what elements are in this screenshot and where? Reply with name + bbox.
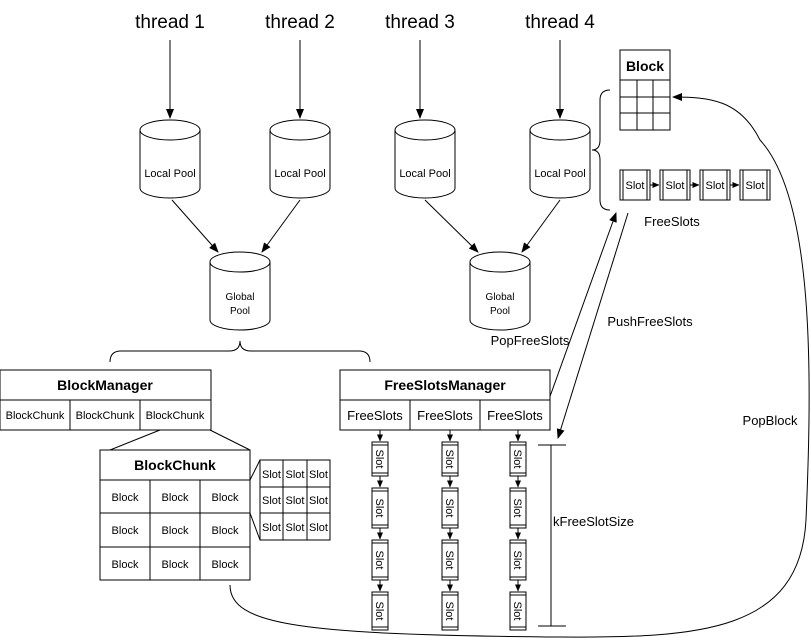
chain-slot: Slot [443, 602, 455, 621]
block-chunk: BlockChunk Block Block Block Block Block… [99, 449, 251, 581]
block-slot-grid: Slot Slot Slot Slot Slot Slot Slot Slot … [259, 459, 331, 541]
block-cell: Block [212, 525, 239, 537]
block-cell: Block [112, 525, 139, 537]
chain-slot: Slot [511, 450, 523, 469]
free-slots-manager-title: FreeSlotsManager [384, 377, 506, 393]
chain-slot: Slot [511, 499, 523, 518]
push-free-slots-arrow [556, 212, 629, 439]
block-manager-chunk: BlockChunk [146, 410, 205, 422]
free-slots-legend-label: FreeSlots [644, 214, 700, 229]
block-slot: Slot [309, 522, 328, 534]
local-pool-label: Local Pool [274, 168, 325, 180]
pop-block-arrow [229, 93, 810, 638]
local-pool-label: Local Pool [534, 168, 585, 180]
local-pool-label: Local Pool [399, 168, 450, 180]
block-slot: Slot [262, 522, 281, 534]
slot-label: Slot [746, 180, 765, 192]
block-slot: Slot [309, 469, 328, 481]
block-slot: Slot [262, 495, 281, 507]
block-slot: Slot [262, 469, 281, 481]
chunk-link [109, 429, 161, 451]
free-slot-chain-3: Slot Slot Slot Slot [509, 430, 527, 631]
chunk-link [209, 429, 251, 451]
slot-label: Slot [666, 180, 685, 192]
local-pool-1: Local Pool [139, 119, 201, 199]
slot-grid-link [249, 459, 261, 481]
free-slots-manager: FreeSlotsManager FreeSlots FreeSlots Fre… [339, 369, 551, 431]
chain-slot: Slot [443, 551, 455, 570]
pool-arrow [521, 199, 561, 253]
global-pool-right: Global Pool [469, 251, 531, 331]
block-cell: Block [162, 525, 189, 537]
block-legend: Block [619, 49, 671, 131]
block-manager-chunk: BlockChunk [76, 410, 135, 422]
block-manager-title: BlockManager [57, 377, 153, 393]
chain-slot: Slot [373, 602, 385, 621]
chain-slot: Slot [511, 602, 523, 621]
block-slot: Slot [286, 469, 305, 481]
chain-slot: Slot [511, 551, 523, 570]
pop-free-slots-arrow [547, 212, 617, 403]
slot-chain-legend: Slot Slot Slot Slot [619, 169, 771, 201]
block-chunk-title: BlockChunk [134, 457, 216, 473]
global-pool-label-line1: Global [226, 292, 255, 303]
thread-2-label: thread 2 [265, 12, 335, 33]
manager-brace [109, 340, 371, 363]
block-legend-title: Block [626, 58, 664, 74]
chain-slot: Slot [443, 450, 455, 469]
thread-3-label: thread 3 [385, 12, 455, 33]
block-slot: Slot [286, 495, 305, 507]
global-pool-label-line2: Pool [490, 306, 510, 317]
global-pool-left: Global Pool [209, 251, 271, 331]
k-free-slot-size-label: kFreeSlotSize [553, 514, 634, 529]
block-cell: Block [162, 492, 189, 504]
chain-slot: Slot [373, 499, 385, 518]
free-slot-size-bracket [538, 444, 566, 627]
free-slot-chain-1: Slot Slot Slot Slot [371, 430, 389, 631]
slot-grid-link [249, 512, 261, 541]
block-cell: Block [112, 559, 139, 571]
local-pool-2: Local Pool [269, 119, 331, 199]
block-cell: Block [112, 492, 139, 504]
local-pool-4: Local Pool [529, 119, 591, 199]
free-slots-list: FreeSlots [347, 408, 403, 423]
block-manager-chunk: BlockChunk [6, 410, 65, 422]
pool-arrow [261, 199, 301, 253]
local-pool-label: Local Pool [144, 168, 195, 180]
global-pool-label-line1: Global [486, 292, 515, 303]
pool-arrow [424, 199, 479, 253]
slot-label: Slot [706, 180, 725, 192]
legend-brace [591, 89, 611, 211]
global-pool-label-line2: Pool [230, 306, 250, 317]
chain-slot: Slot [373, 551, 385, 570]
block-manager: BlockManager BlockChunk BlockChunk Block… [0, 369, 212, 431]
slot-label: Slot [626, 180, 645, 192]
block-cell: Block [212, 492, 239, 504]
block-slot: Slot [309, 495, 328, 507]
block-slot: Slot [286, 522, 305, 534]
push-free-slots-label: PushFreeSlots [607, 314, 693, 329]
chain-slot: Slot [373, 450, 385, 469]
pool-arrow [171, 199, 219, 253]
block-cell: Block [212, 559, 239, 571]
free-slot-chain-2: Slot Slot Slot Slot [441, 430, 459, 631]
free-slots-list: FreeSlots [417, 408, 473, 423]
pop-block-label: PopBlock [743, 413, 798, 428]
block-cell: Block [162, 559, 189, 571]
pop-free-slots-label: PopFreeSlots [491, 333, 570, 348]
local-pool-3: Local Pool [394, 119, 456, 199]
thread-4-label: thread 4 [525, 12, 595, 33]
chain-slot: Slot [443, 499, 455, 518]
thread-1-label: thread 1 [135, 12, 205, 33]
free-slots-list: FreeSlots [487, 408, 543, 423]
